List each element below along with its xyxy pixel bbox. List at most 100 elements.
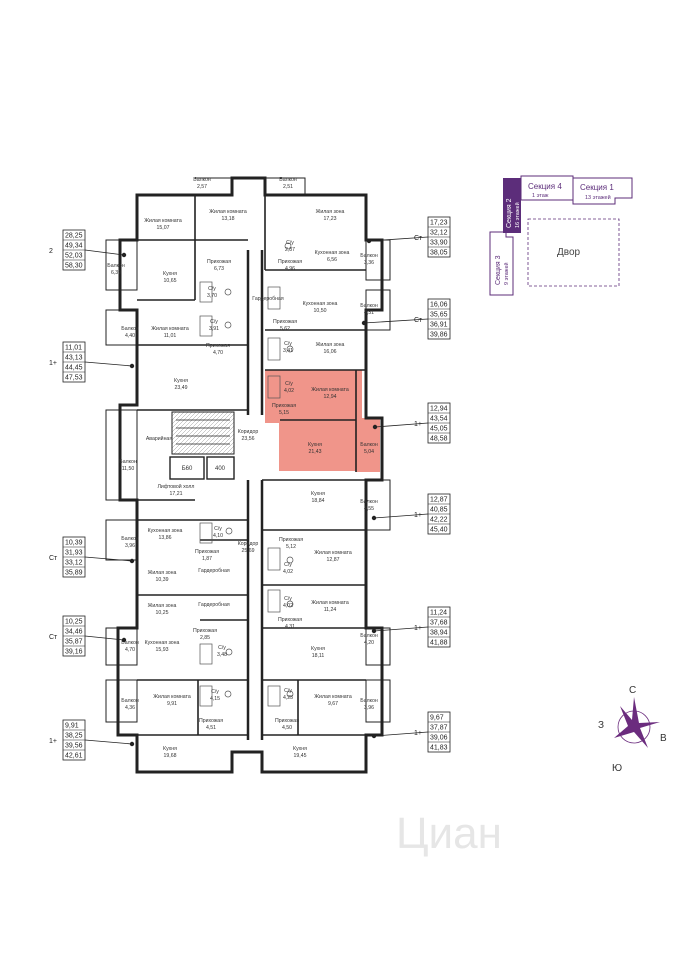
inner-walls: [137, 195, 366, 736]
room-area: 11,01: [164, 333, 177, 339]
table-value: 11,01: [65, 345, 82, 352]
table-value: 41,88: [430, 640, 448, 647]
room-name: Жилая зона: [316, 342, 345, 348]
room-area: 4,51: [206, 725, 216, 731]
room-name: Жилая комната: [144, 218, 182, 224]
room-name: Жилая комната: [151, 326, 189, 332]
table-value: 42,61: [65, 753, 83, 760]
room-name: С/у: [210, 319, 218, 325]
compass-south: Ю: [612, 763, 622, 774]
table-value: 31,93: [65, 550, 83, 557]
key-yard-label: Двор: [557, 247, 581, 258]
stair-hatch: [171, 411, 235, 455]
key-plan: Секция 2 16 этажей Секция 4 1 этаж Секци…: [489, 175, 633, 296]
room-area: 4,15: [210, 696, 220, 702]
room-name: С/у: [284, 341, 292, 347]
room-name: С/у: [284, 688, 292, 694]
room-name: Кухонная зона: [148, 528, 183, 534]
compass-star-icon: [614, 697, 660, 748]
room-name: Лифтовой холл: [158, 483, 195, 490]
apartment-type: Ст: [49, 634, 58, 641]
apartment-type: 1+: [49, 360, 57, 367]
table-value: 35,65: [430, 312, 448, 319]
compass-west: З: [598, 720, 604, 731]
elevator-2: [206, 456, 235, 480]
leader-dot: [121, 637, 127, 643]
room-name: Балкон: [360, 499, 378, 505]
room-name: Гардеробная: [198, 568, 230, 574]
table-value: 12,87: [430, 497, 448, 504]
table-value: 10,39: [65, 540, 83, 547]
key-section2-title: Секция 2: [506, 198, 513, 228]
room-r60: С/у4,25: [283, 688, 293, 701]
room-name: Прихожая: [278, 617, 302, 623]
room-area: 17,21: [170, 491, 183, 497]
room-area: 13,18: [222, 216, 235, 222]
bathtub: [267, 337, 281, 361]
room-name: Прихожая: [195, 549, 219, 555]
key-section1[interactable]: [572, 177, 633, 205]
room-area: 19,45: [294, 753, 307, 759]
key-section1-title: Секция 1: [580, 183, 614, 192]
leader-line: [84, 635, 125, 641]
outer-wall-left: [116, 176, 384, 774]
apartment-type: Ст: [49, 555, 58, 562]
key-section2[interactable]: [503, 178, 521, 233]
table-value: 49,34: [65, 243, 83, 250]
table-value: 45,40: [430, 527, 448, 534]
room-area: 3,48: [217, 652, 227, 658]
table-value: 47,53: [65, 375, 83, 382]
room-area: 4,02: [284, 388, 294, 394]
room-r55: С/у3,48: [217, 645, 227, 658]
apartment-type: 1+: [414, 421, 422, 428]
leader-dot: [371, 515, 377, 521]
apartment-type: 1+: [49, 738, 57, 745]
leader-dot: [366, 238, 372, 244]
table-value: 16,06: [430, 302, 448, 309]
highlight-room-kitchen: [279, 420, 356, 471]
room-area: 16,06: [324, 349, 337, 355]
room-name: Прихожая: [207, 259, 231, 265]
room-r22: С/у3,41: [283, 341, 293, 354]
room-area: 2,57: [197, 184, 207, 190]
room-name: С/у: [286, 240, 294, 246]
room-area: 17,23: [324, 216, 337, 222]
room-area: 5,12: [286, 544, 296, 550]
key-section3[interactable]: [489, 231, 514, 296]
bathtub: [199, 315, 213, 337]
room-area: 18,11: [312, 653, 325, 659]
room-area: 10,39: [156, 577, 169, 583]
leader-line: [84, 361, 133, 367]
balcony-walls: [105, 177, 391, 723]
room-area: 3,70: [207, 293, 217, 299]
leader-dot: [372, 424, 378, 430]
room-area: 5,04: [364, 449, 374, 455]
highlighted-apartment[interactable]: [265, 370, 380, 472]
room-name: С/у: [208, 286, 216, 292]
apartment-type: Ст: [414, 235, 423, 242]
watermark: Циан: [396, 809, 502, 858]
room-area: 25,69: [242, 548, 255, 554]
leader-line: [374, 422, 429, 428]
apartment-type: Ст: [414, 317, 423, 324]
